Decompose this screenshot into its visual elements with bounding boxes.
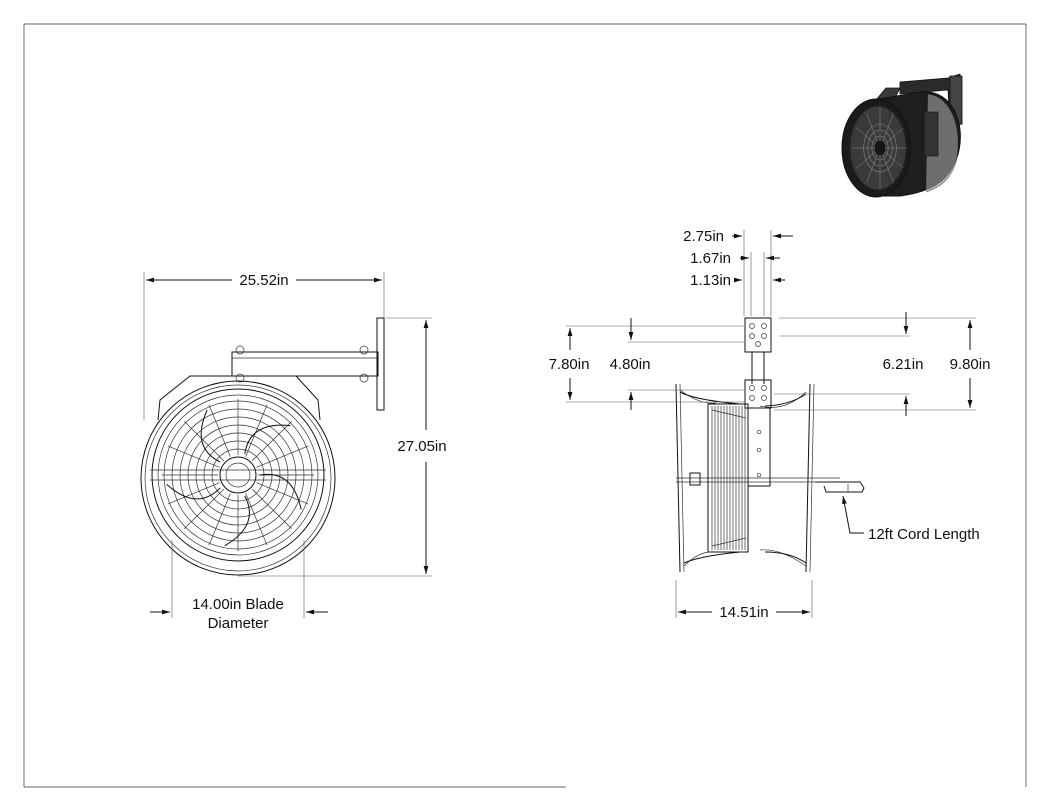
label-bracket-9-80: 9.80in [950, 356, 991, 373]
front-wall-bracket [157, 317, 385, 421]
front-fan-guard [162, 399, 314, 551]
label-bracket-1-13: 1.13in [690, 272, 731, 289]
power-cord [815, 481, 865, 493]
label-bracket-7-80: 7.80in [549, 356, 590, 373]
front-motor-hub [219, 456, 257, 494]
sheet-border [23, 23, 1027, 788]
label-depth: 14.51in [719, 604, 768, 621]
dim-depth: 14.51in [675, 580, 813, 621]
label-bracket-6-21: 6.21in [883, 356, 924, 373]
label-bracket-1-67: 1.67in [690, 250, 731, 267]
dim-cord-length: 12ft Cord Length [842, 495, 980, 543]
dim-blade-diameter: 14.00in Blade Diameter [150, 540, 328, 632]
dim-bracket-left-heights: 7.80in 4.80in [549, 318, 744, 410]
side-wall-bracket [744, 317, 772, 487]
dim-overall-height: 27.05in [238, 317, 447, 577]
label-overall-height: 27.05in [397, 438, 446, 455]
dim-bracket-right-heights: 6.21in 9.80in [774, 312, 990, 416]
side-view: 2.75in 1.67in 1.13in 7.80in 4.80in [549, 228, 991, 621]
front-housing [140, 380, 336, 576]
dim-overall-width: 25.52in [143, 272, 385, 420]
label-overall-width: 25.52in [239, 272, 288, 289]
front-view: 25.52in 27.05in 14.00in Blade Diameter [140, 272, 447, 632]
label-bracket-2-75: 2.75in [683, 228, 724, 245]
label-cord-length: 12ft Cord Length [868, 526, 980, 543]
label-bracket-4-80: 4.80in [610, 356, 651, 373]
label-blade-diameter-2: Diameter [208, 615, 269, 632]
dim-bracket-top-widths: 2.75in 1.67in 1.13in [683, 228, 793, 316]
label-blade-diameter-1: 14.00in Blade [192, 596, 284, 613]
side-housing [675, 383, 840, 573]
isometric-render [841, 73, 963, 198]
